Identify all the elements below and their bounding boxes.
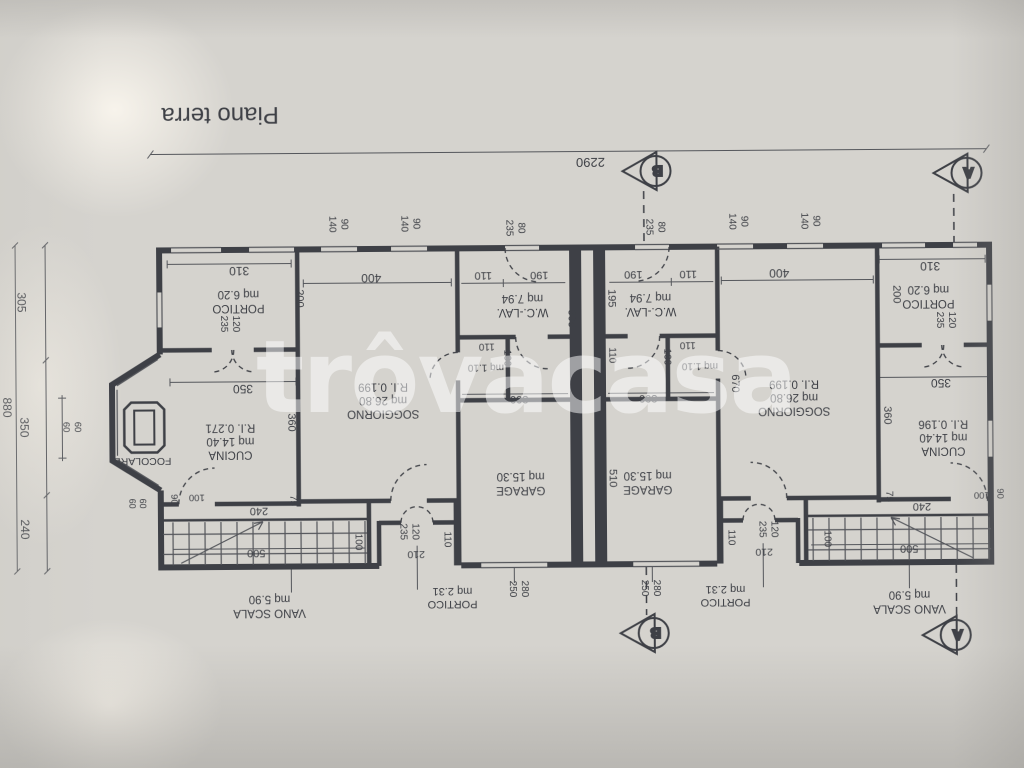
dim-door: 280250 xyxy=(639,580,662,597)
room-label-soggiorno-right: SOGGIORNOmq 26.80R.I. 0.199 xyxy=(758,377,831,417)
room-label-portico2-right: PORTICOmq 2.31 xyxy=(700,583,751,608)
dim: 360 xyxy=(285,413,297,431)
dim: 190 xyxy=(624,268,642,280)
dim-door: 120235 xyxy=(934,312,957,329)
dim-left-total: 880 xyxy=(0,397,14,417)
dim-window: 90140 xyxy=(726,213,749,230)
dim: 110 xyxy=(478,341,494,352)
dim: 110 xyxy=(474,269,492,281)
dim: 75 xyxy=(883,491,894,503)
stair-treads-right xyxy=(808,516,992,561)
plan-labels: Piano terra 2290 305 350 240 880 90140 90140 802… xyxy=(0,101,1005,619)
room-label-soggiorno-left: SOGGIORNOmq 26.80R.I. 0.199 xyxy=(347,380,420,420)
dim: 110 xyxy=(726,529,737,545)
room-label-scala-left: VANO SCALAmq 5.90 xyxy=(233,593,306,619)
dim-window: 6060 xyxy=(60,422,82,433)
dim: 510 xyxy=(607,469,619,487)
dim-window: 6060 xyxy=(127,499,148,509)
dim: 360 xyxy=(881,406,893,424)
section-marker-b-top: B xyxy=(620,150,672,192)
dim-door: 120235 xyxy=(218,316,241,333)
plan-title: Piano terra xyxy=(161,101,279,129)
dim-door: 120235 xyxy=(757,521,780,538)
dim-left: 240 xyxy=(18,519,32,539)
dim: 100 xyxy=(661,349,672,366)
dim-door: 280250 xyxy=(507,581,530,598)
dim: 110 xyxy=(442,531,453,547)
dim: 670 xyxy=(729,374,741,392)
dim-window: 90140 xyxy=(798,212,821,229)
dim-door: 80235 xyxy=(503,220,526,237)
dim-window: 90140 xyxy=(398,215,421,232)
dim: 310 xyxy=(229,264,249,278)
dim: 500 xyxy=(900,542,918,554)
room-label-wc-left: W.C.-LAV.mq 7.94 xyxy=(496,292,548,318)
section-marker-letter: A xyxy=(963,164,974,181)
dim: 400 xyxy=(769,266,789,280)
dim: 300 xyxy=(639,392,657,404)
room-label-garage-right: GARAGEmq 15.30 xyxy=(623,469,673,495)
room-label-focolare: FOCOLARE xyxy=(114,455,172,467)
room-label-garage-left: GARAGEmq 15.30 xyxy=(496,470,546,496)
dim: 310 xyxy=(920,259,940,273)
dim: 100 xyxy=(353,534,364,551)
dim: 200 xyxy=(293,289,305,307)
dim: 210 xyxy=(407,548,425,560)
dim: 190 xyxy=(530,269,548,281)
dim-door: 80235 xyxy=(643,219,666,236)
dim: 500 xyxy=(247,547,265,559)
door-arcs xyxy=(178,246,988,523)
room-label-portico-left: PORTICOmq 6.20 xyxy=(212,288,264,314)
dim: 110 xyxy=(679,268,697,280)
section-marker-letter: A xyxy=(952,626,963,643)
dim-window: 90140 xyxy=(326,216,349,233)
dim: 90 xyxy=(994,488,1005,499)
party-wall xyxy=(569,247,608,565)
dim-left: 350 xyxy=(17,417,31,437)
room-label-ante-right: mq 1.10 xyxy=(681,360,718,371)
fireplace xyxy=(122,401,166,454)
room-label-scala-right: VANO SCALAmq 5.90 xyxy=(873,588,946,614)
room-label-cucina-right: CUCINAmq 14.40R.I. 0.196 xyxy=(918,417,968,456)
dim: 100 xyxy=(822,530,833,547)
room-label-portico-right: PORTICOmq 6.20 xyxy=(902,283,954,309)
section-marker-letter: B xyxy=(652,162,663,179)
dim: 350 xyxy=(233,382,253,396)
dim: 300 xyxy=(510,393,528,405)
dim: 195 xyxy=(605,289,617,307)
dim: 240 xyxy=(250,505,268,517)
section-marker-letter: B xyxy=(650,624,661,641)
dim: 100 xyxy=(189,492,205,503)
room-label-ante-left: mq 1.10 xyxy=(467,362,504,373)
dim: 200 xyxy=(890,285,902,303)
section-marker-a-top: A xyxy=(931,152,983,194)
dim: 110 xyxy=(606,347,617,363)
room-label-wc-right: W.C.-LAV.mq 7.94 xyxy=(624,291,676,317)
dim: 240 xyxy=(913,500,931,512)
section-marker-b-bottom: B xyxy=(618,612,670,654)
dim-total-width: 2290 xyxy=(576,155,605,170)
dim: 305 xyxy=(566,309,578,327)
stair-treads-left xyxy=(163,521,368,566)
windows xyxy=(116,241,994,569)
stair-edges xyxy=(160,513,991,522)
dim: 110 xyxy=(679,339,695,350)
room-label-cucina-left: CUCINAmq 14.40R.I. 0.271 xyxy=(205,421,255,460)
dim: 210 xyxy=(755,546,773,558)
dim: 75 xyxy=(287,495,298,507)
dim-left: 305 xyxy=(14,292,28,312)
section-marker-a-bottom: A xyxy=(920,614,972,656)
dim: 400 xyxy=(361,271,381,285)
dim-door: 120235 xyxy=(398,523,421,540)
dim: 90 xyxy=(168,494,179,505)
room-label-portico2-left: PORTICOmq 2.31 xyxy=(427,585,478,610)
dim: 100 xyxy=(974,489,990,500)
walls-interior xyxy=(159,245,992,567)
dim: 350 xyxy=(931,376,951,390)
dim: 100 xyxy=(501,350,512,367)
